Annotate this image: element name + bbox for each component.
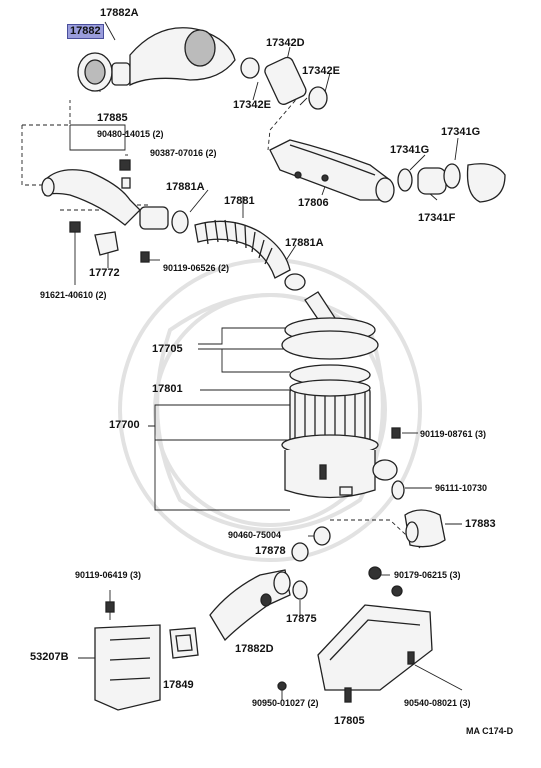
label-17878[interactable]: 17878 [255, 545, 286, 557]
connector-17881A [139, 206, 189, 234]
label-17849[interactable]: 17849 [163, 679, 194, 691]
label-17805[interactable]: 17805 [334, 715, 365, 727]
label-17341F[interactable]: 17341F [418, 212, 456, 224]
label-17341G-mid[interactable]: 17341G [390, 144, 430, 156]
label-90480-14015[interactable]: 90480-14015 (2) [97, 129, 164, 139]
label-96111-10730[interactable]: 96111-10730 [435, 483, 488, 493]
label-17342D[interactable]: 17342D [266, 37, 305, 49]
watermark-emblem [118, 258, 422, 562]
label-90179-06215[interactable]: 90179-06215 (3) [394, 570, 461, 580]
label-91621-40610[interactable]: 91621-40610 (2) [40, 290, 107, 300]
label-17700[interactable]: 17700 [109, 419, 140, 431]
duct-17882D [209, 569, 291, 642]
label-17801[interactable]: 17801 [152, 383, 183, 395]
air-duct-17806 [269, 139, 395, 203]
label-90119-06419[interactable]: 90119-06419 (3) [75, 570, 142, 580]
label-90387-07016[interactable]: 90387-07016 (2) [150, 148, 217, 158]
label-90950-01027[interactable]: 90950-01027 (2) [252, 698, 319, 708]
label-17342E-bottom[interactable]: 17342E [233, 99, 271, 111]
label-17806[interactable]: 17806 [298, 197, 329, 209]
label-17341G-top[interactable]: 17341G [441, 126, 481, 138]
label-90540-08021[interactable]: 90540-08021 (3) [404, 698, 471, 708]
label-17882A[interactable]: 17882A [100, 7, 139, 19]
label-90119-08761[interactable]: 90119-08761 (3) [420, 429, 487, 439]
label-17881A-right[interactable]: 17881A [285, 237, 324, 249]
label-17885[interactable]: 17885 [97, 112, 128, 124]
air-cleaner-assembly-17700 [281, 291, 401, 499]
label-17881[interactable]: 17881 [224, 195, 255, 207]
label-90119-06526[interactable]: 90119-06526 (2) [163, 263, 230, 273]
label-17772[interactable]: 17772 [89, 267, 120, 279]
air-intake-elbow [77, 27, 236, 92]
label-17342E-top[interactable]: 17342E [302, 65, 340, 77]
ring-90460 [291, 526, 331, 562]
label-17882[interactable]: 17882 [67, 24, 104, 39]
bracket-53207B [94, 601, 161, 711]
resonator-17805 [277, 566, 433, 703]
label-17883[interactable]: 17883 [465, 518, 496, 530]
intake-tube-17885 [41, 159, 141, 226]
bracket-17772 [69, 221, 150, 263]
label-53207B[interactable]: 53207B [30, 651, 69, 663]
hose-clamp-17342D [240, 56, 328, 110]
label-17882D[interactable]: 17882D [235, 643, 274, 655]
corrugated-hose-17881 [194, 219, 306, 291]
hose-17341F [397, 163, 506, 203]
clamp-17875 [292, 580, 308, 600]
hose-17883 [391, 480, 446, 548]
seal-17849 [169, 627, 199, 659]
label-17881A-top[interactable]: 17881A [166, 181, 205, 193]
label-17875[interactable]: 17875 [286, 613, 317, 625]
label-17705[interactable]: 17705 [152, 343, 183, 355]
label-90460-75004[interactable]: 90460-75004 [228, 530, 282, 540]
diagram-code: MA C174-D [466, 726, 514, 736]
